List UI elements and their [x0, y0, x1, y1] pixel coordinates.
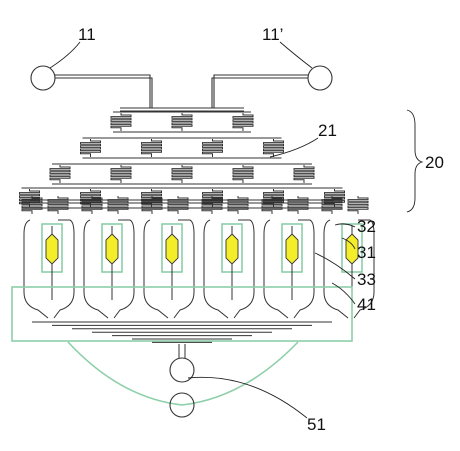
mixer-unit: [321, 196, 343, 214]
mixer-unit: [19, 189, 40, 207]
mixer-unit: [141, 139, 162, 157]
collecting-manifold: [32, 321, 332, 358]
label-33: 33: [357, 270, 376, 289]
reaction-chamber: [225, 233, 239, 265]
label-21: 21: [318, 121, 337, 140]
chamber-loop-channel: [143, 219, 195, 319]
leader-33: [314, 252, 356, 280]
lower-arc: [67, 341, 299, 406]
mixer-unit: [261, 196, 283, 214]
mixer-unit: [167, 196, 189, 214]
chamber-array: [21, 196, 375, 319]
mixer-unit: [81, 196, 103, 214]
leader-32: [334, 223, 356, 228]
chamber-loop-channel: [263, 219, 315, 319]
reaction-chamber: [285, 233, 299, 265]
leader-51: [187, 376, 308, 419]
chamber-loop-channel: [323, 219, 375, 319]
mixer-unit: [324, 189, 345, 207]
outer-frame: [11, 286, 353, 342]
mixer-unit: [293, 165, 315, 183]
mixer-unit: [347, 196, 369, 214]
mixer-unit: [263, 189, 284, 207]
waste-circle: [169, 392, 195, 418]
outlet-circle: [169, 357, 195, 383]
mixer-unit: [202, 139, 223, 157]
reaction-chamber: [165, 233, 179, 265]
mixer-unit: [21, 196, 43, 214]
mixer-top-bus: [120, 107, 244, 112]
inlet-a-channel: [55, 74, 153, 108]
mixer-tree: [19, 111, 345, 209]
mixer-unit: [287, 196, 309, 214]
mixer-unit: [141, 196, 163, 214]
chamber-loop-channel: [203, 219, 255, 319]
mixer-unit: [49, 165, 71, 183]
inlet-a-circle: [30, 65, 56, 91]
leader-31: [341, 237, 356, 250]
mixer-unit: [171, 165, 193, 183]
mixer-unit: [201, 196, 223, 214]
reaction-chamber: [45, 233, 59, 265]
mixer-unit: [80, 189, 101, 207]
inlet-b-channel: [211, 74, 308, 108]
leader-11: [49, 41, 81, 69]
chamber-loop-channel: [23, 219, 75, 319]
mixer-unit: [110, 165, 132, 183]
outlet-channel: [178, 344, 186, 358]
mixer-unit: [110, 113, 132, 131]
reaction-chamber: [105, 233, 119, 265]
label-51: 51: [307, 415, 326, 434]
label-31: 31: [357, 243, 376, 262]
mixer-unit: [47, 196, 69, 214]
mixer-unit: [232, 165, 254, 183]
mixer-unit: [232, 113, 254, 131]
label-20: 20: [425, 153, 444, 172]
label-11: 11: [78, 25, 96, 44]
mixer-unit: [263, 139, 284, 157]
inlet-b-circle: [307, 65, 333, 91]
leader-21: [269, 137, 319, 158]
leader-11b: [279, 41, 313, 69]
mixer-unit: [80, 139, 101, 157]
chamber-loop-channel: [83, 219, 135, 319]
mixer-unit: [171, 113, 193, 131]
leader-41: [331, 282, 356, 305]
mixer-unit: [227, 196, 249, 214]
bracket-20: [406, 109, 424, 213]
label-32: 32: [357, 217, 376, 236]
label-11b: 11’: [262, 25, 283, 44]
mixer-unit: [107, 196, 129, 214]
label-41: 41: [357, 295, 376, 314]
